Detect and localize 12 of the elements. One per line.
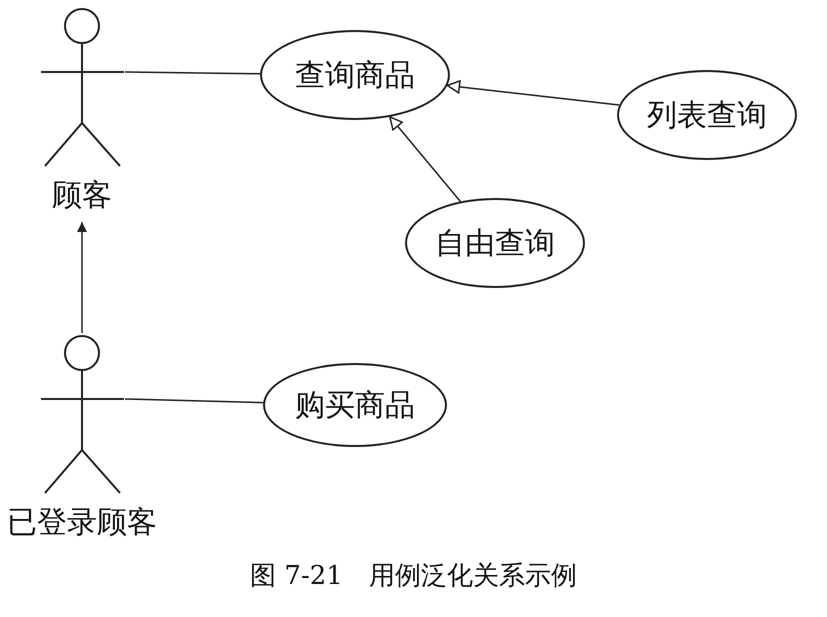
connector-line [446,80,620,106]
connector-line [77,222,87,333]
actor-label: 顾客 [51,178,113,214]
use-case-ellipse: 自由查询 [405,198,585,288]
use-case-ellipse: 列表查询 [617,70,797,160]
connector-line [124,71,260,74]
connector-line [124,398,264,404]
use-case-ellipse: 购买商品 [263,363,447,447]
figure-caption: 图 7-21 用例泛化关系示例 [250,560,577,593]
actor-label: 已登录顾客 [6,505,158,541]
connector-line [389,116,461,202]
use-case-ellipse: 查询商品 [260,30,450,120]
